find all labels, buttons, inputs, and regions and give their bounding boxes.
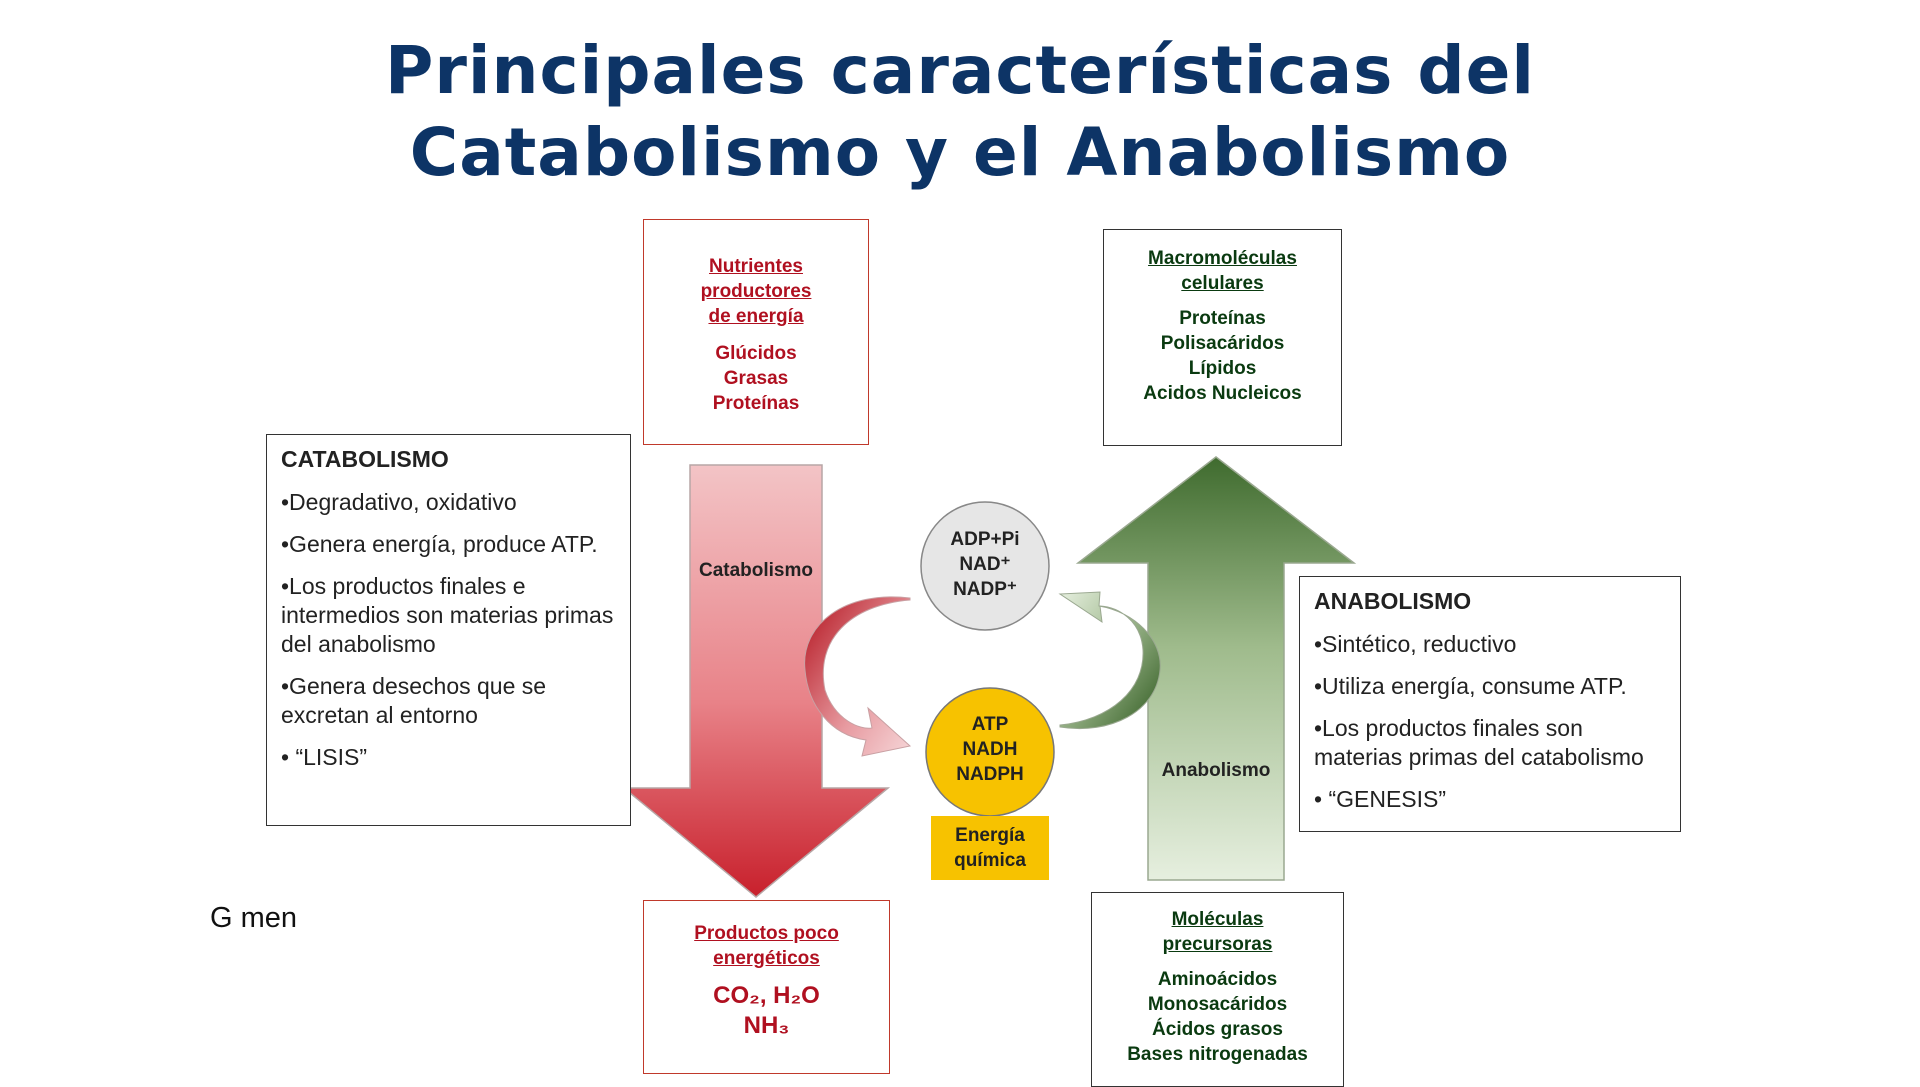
catabolism-heading: CATABOLISMO — [281, 446, 449, 472]
anabolism-heading: ANABOLISMO — [1314, 588, 1472, 614]
precursors-heading-2: precursoras — [1162, 934, 1273, 955]
author-label: G men — [210, 902, 298, 934]
macromolecules-heading-1: Macromoléculas — [1148, 248, 1297, 269]
products-line-2: NH₃ — [743, 1012, 790, 1039]
products-line-1: CO₂, H₂O — [713, 982, 820, 1009]
anabolism-info-box: ANABOLISMO •Sintético, reductivo •Utiliz… — [1299, 576, 1681, 832]
macromolecules-item: Polisacáridos — [1160, 333, 1285, 354]
nutrients-heading-1: Nutrientes — [709, 256, 803, 277]
macromolecules-heading-2: celulares — [1181, 273, 1264, 294]
precursors-box: Moléculas precursoras Aminoácidos Monosa… — [1091, 892, 1344, 1087]
page-title: Principales características del Cataboli… — [0, 30, 1920, 194]
catabolism-arrow-label: Catabolismo — [698, 560, 814, 581]
precursors-item: Bases nitrogenadas — [1127, 1044, 1308, 1065]
catabolism-bullet: •Genera energía, produce ATP. — [281, 531, 598, 557]
high-energy-labels: ATP NADH NADPH — [926, 712, 1054, 787]
macromolecules-item: Acidos Nucleicos — [1143, 383, 1302, 404]
catabolism-bullet: • “LISIS” — [281, 744, 368, 770]
low-energy-label: NADP⁺ — [953, 579, 1017, 600]
products-box: Productos poco energéticos CO₂, H₂O NH₃ — [643, 900, 890, 1074]
high-energy-label: NADPH — [956, 764, 1024, 785]
precursors-heading-1: Moléculas — [1171, 909, 1264, 930]
green-cycle-arrow — [1058, 591, 1161, 730]
catabolism-bullet: •Los productos finales e intermedios son… — [281, 573, 614, 657]
nutrients-box: Nutrientes productores de energía Glúcid… — [643, 219, 869, 445]
anabolism-bullet: •Utiliza energía, consume ATP. — [1314, 673, 1627, 699]
precursors-item: Ácidos grasos — [1152, 1019, 1283, 1040]
macromolecules-item: Lípidos — [1188, 358, 1257, 379]
nutrients-heading-3: de energía — [708, 306, 804, 327]
high-energy-label: NADH — [962, 739, 1018, 760]
title-line-1: Principales características del — [384, 32, 1536, 109]
red-cycle-arrow — [804, 596, 912, 757]
low-energy-label: NAD⁺ — [959, 554, 1011, 575]
catabolism-info-box: CATABOLISMO •Degradativo, oxidativo •Gen… — [266, 434, 631, 826]
anabolism-bullet: • “GENESIS” — [1314, 786, 1447, 812]
anabolism-bullet: •Los productos finales son materias prim… — [1314, 715, 1644, 770]
high-energy-label: ATP — [971, 714, 1009, 735]
catabolism-bullet: •Genera desechos que se excretan al ento… — [281, 673, 547, 728]
low-energy-circle — [920, 501, 1050, 631]
title-line-2: Catabolismo y el Anabolismo — [409, 114, 1511, 191]
precursors-item: Aminoácidos — [1157, 969, 1278, 990]
products-heading-1: Productos poco — [694, 923, 839, 944]
anabolism-arrow-label: Anabolismo — [1161, 760, 1271, 781]
anabolism-bullet: •Sintético, reductivo — [1314, 631, 1517, 657]
products-heading-2: energéticos — [713, 948, 820, 969]
energy-label: química — [954, 850, 1026, 871]
catabolism-arrow — [621, 464, 891, 898]
precursors-item: Monosacáridos — [1147, 994, 1288, 1015]
nutrients-item: Proteínas — [712, 393, 800, 414]
anabolism-arrow — [1075, 456, 1357, 881]
catabolism-bullet: •Degradativo, oxidativo — [281, 489, 517, 515]
nutrients-item: Grasas — [723, 368, 789, 389]
macromolecules-box: Macromoléculas celulares Proteínas Polis… — [1103, 229, 1342, 446]
nutrients-heading-2: productores — [700, 281, 812, 302]
low-energy-labels: ADP+Pi NAD⁺ NADP⁺ — [921, 527, 1049, 602]
macromolecules-item: Proteínas — [1179, 308, 1266, 329]
nutrients-item: Glúcidos — [715, 343, 797, 364]
energy-label: Energía — [955, 825, 1025, 846]
low-energy-label: ADP+Pi — [950, 529, 1020, 550]
chemical-energy-box: Energía química — [931, 816, 1049, 880]
